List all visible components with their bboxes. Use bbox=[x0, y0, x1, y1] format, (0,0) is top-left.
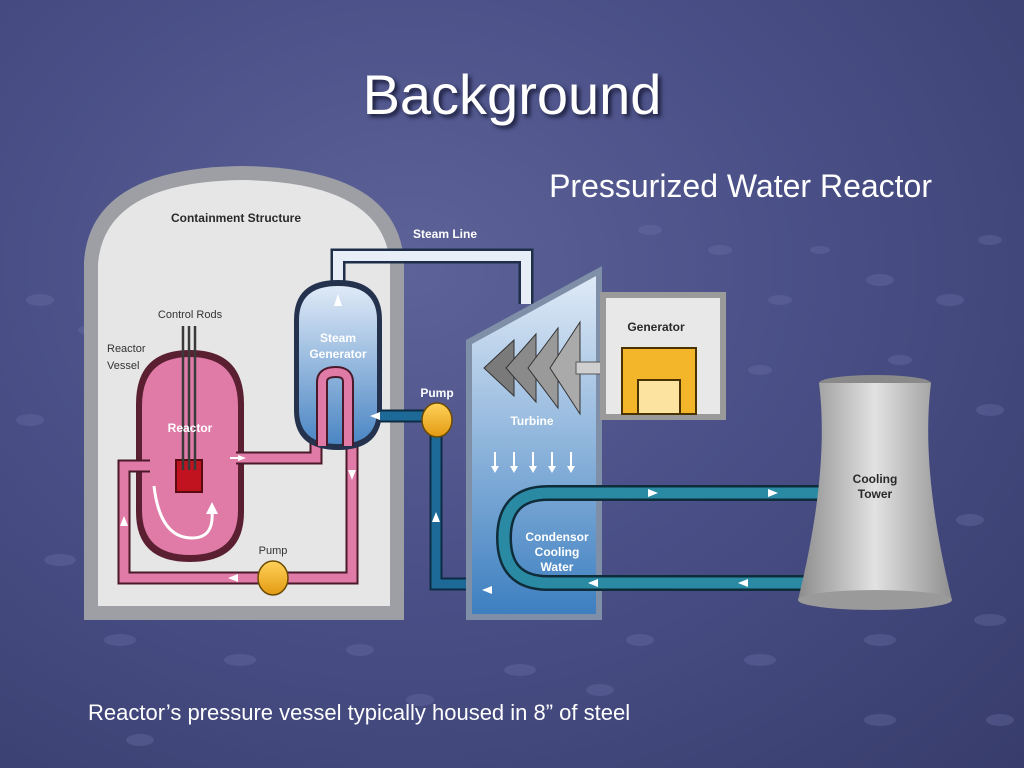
secondary-pump bbox=[421, 402, 453, 438]
label-steam-generator-1: Steam bbox=[320, 331, 356, 345]
feedwater-loop bbox=[380, 409, 494, 591]
label-pump-primary: Pump bbox=[259, 545, 288, 557]
generator-unit bbox=[621, 347, 697, 415]
label-cooling-tower-1: Cooling bbox=[853, 472, 898, 486]
label-reactor: Reactor bbox=[168, 421, 213, 435]
slide-title: Background bbox=[362, 63, 662, 126]
steam-line bbox=[330, 248, 534, 304]
flow-arrows-down bbox=[491, 452, 575, 473]
reactor-core bbox=[175, 459, 203, 493]
cooling-tower bbox=[798, 375, 952, 610]
control-rods bbox=[181, 326, 197, 470]
slide-subtitle: Pressurized Water Reactor bbox=[549, 168, 932, 204]
label-steam-line: Steam Line bbox=[413, 227, 477, 241]
label-condensor-2: Cooling bbox=[535, 545, 580, 559]
label-generator: Generator bbox=[627, 320, 685, 334]
label-condensor-1: Condensor bbox=[525, 530, 589, 544]
turbine-housing bbox=[466, 266, 602, 620]
label-reactor-vessel-1: Reactor bbox=[107, 343, 146, 355]
label-turbine: Turbine bbox=[510, 414, 553, 428]
label-reactor-vessel-2: Vessel bbox=[107, 360, 139, 372]
label-containment: Containment Structure bbox=[171, 211, 301, 225]
cooling-water-loop bbox=[495, 485, 822, 591]
label-cooling-tower-2: Tower bbox=[858, 487, 893, 501]
slide-caption: Reactor’s pressure vessel typically hous… bbox=[88, 700, 631, 725]
label-condensor-3: Water bbox=[541, 560, 574, 574]
steam-generator bbox=[294, 280, 382, 450]
label-steam-generator-2: Generator bbox=[309, 347, 367, 361]
label-control-rods: Control Rods bbox=[158, 309, 223, 321]
flow-arrows bbox=[120, 294, 778, 594]
primary-pump bbox=[257, 560, 289, 596]
label-pump-secondary: Pump bbox=[420, 386, 453, 400]
